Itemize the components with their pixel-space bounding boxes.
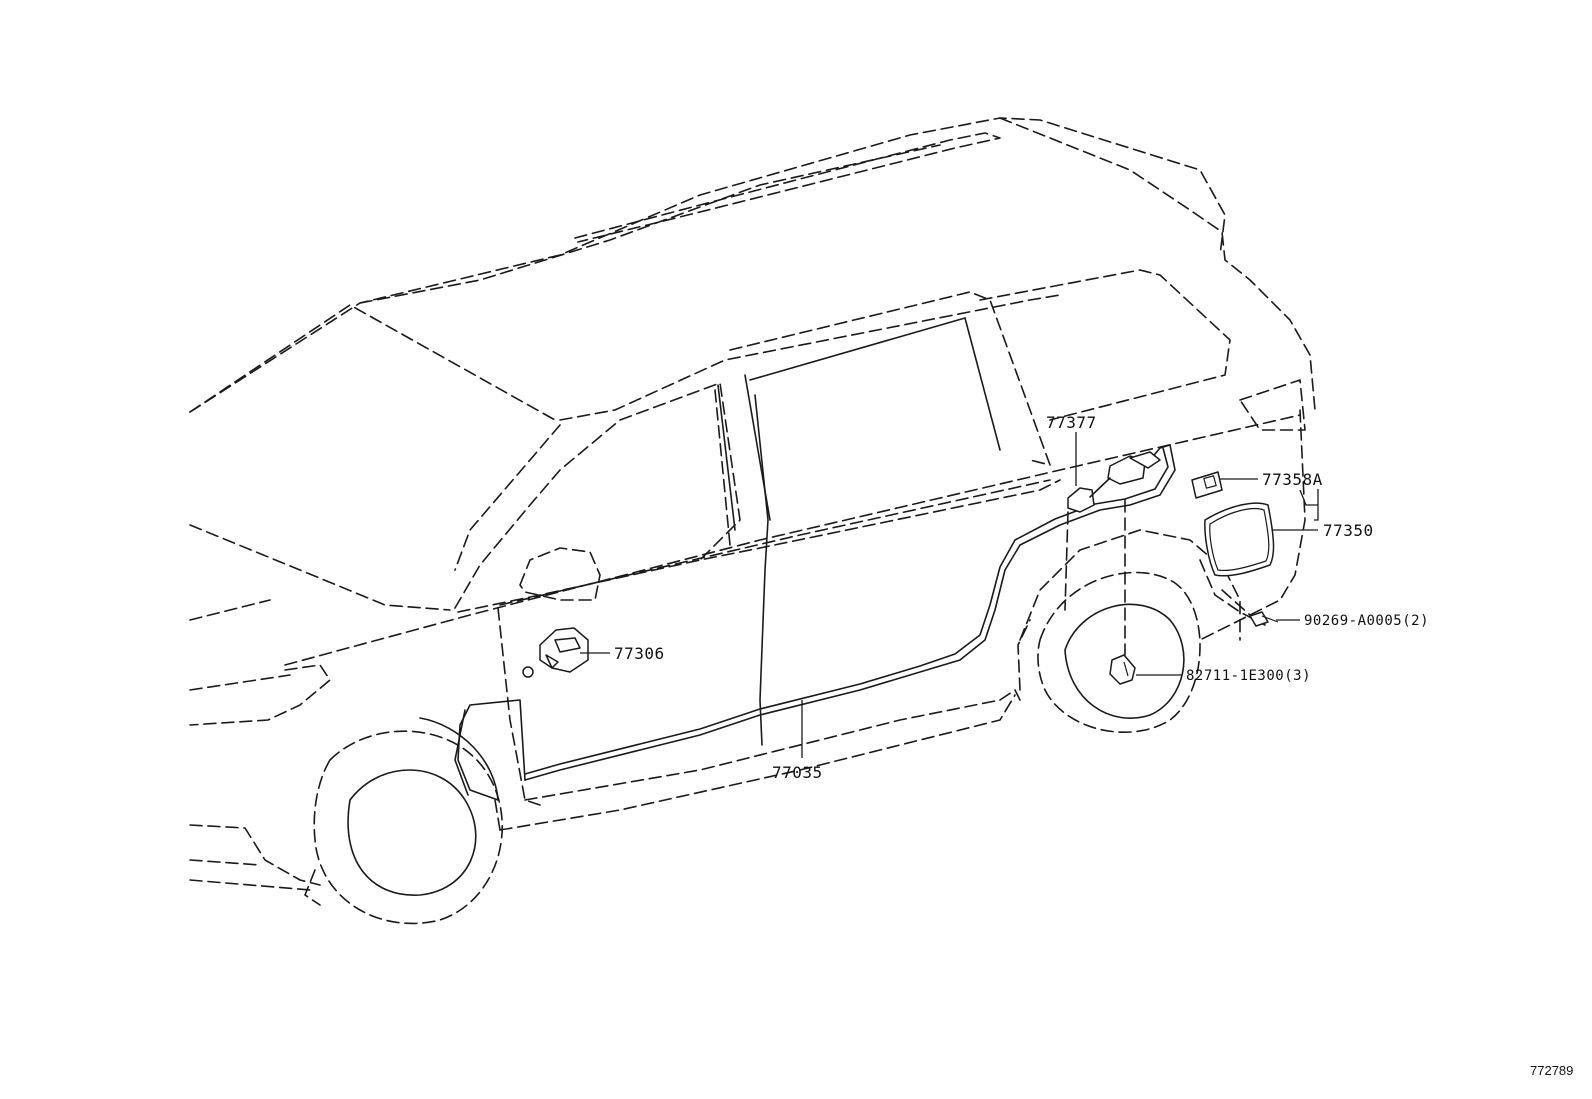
fuel-lid-opener-lever bbox=[522, 627, 589, 678]
label-82711-1E300: 82711-1E300(3) bbox=[1186, 668, 1311, 684]
label-77377: 77377 bbox=[1046, 413, 1097, 432]
fuel-lid-lock-assembly bbox=[1067, 451, 1161, 513]
vehicle-outline bbox=[189, 117, 1316, 891]
cable-clamp bbox=[1064, 499, 1136, 685]
label-77358A: 77358A bbox=[1262, 470, 1323, 489]
rear-wheel bbox=[1037, 571, 1201, 733]
label-90269-A0005: 90269-A0005(2) bbox=[1304, 613, 1429, 629]
leader-lines bbox=[580, 432, 1319, 758]
fuel-label-plate bbox=[1191, 471, 1223, 499]
lid-spring-pin bbox=[1221, 589, 1279, 627]
fuel-lid bbox=[1204, 502, 1275, 577]
label-77350: 77350 bbox=[1323, 521, 1374, 540]
label-77306: 77306 bbox=[614, 644, 665, 663]
diagram-reference-id: 772789 bbox=[1530, 1063, 1573, 1078]
fuel-lid-opener-cable bbox=[454, 444, 1176, 801]
label-77035: 77035 bbox=[772, 763, 823, 782]
front-wheel bbox=[304, 717, 504, 925]
